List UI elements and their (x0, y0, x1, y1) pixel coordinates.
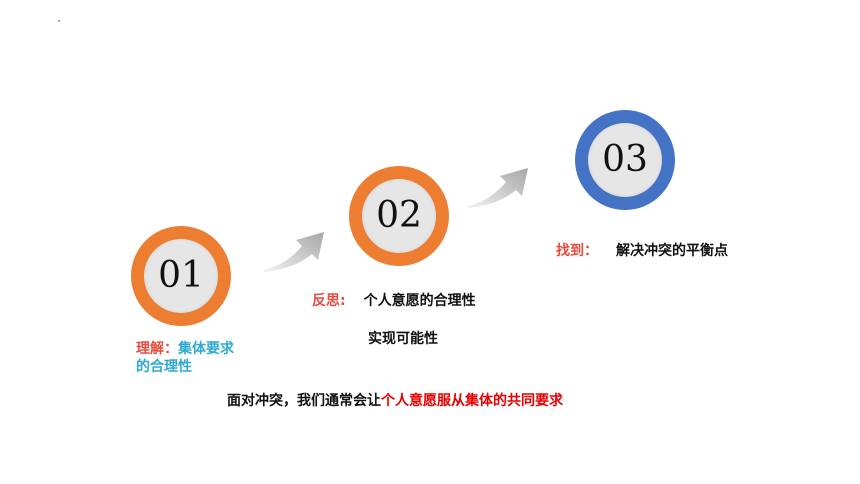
step-circle-01: 01 (131, 226, 231, 326)
step-text: 个人意愿的合理性 (363, 293, 476, 309)
step-circle-inner: 01 (144, 239, 218, 313)
step-circle-02: 02 (349, 166, 449, 266)
arrow-up-right-icon (468, 168, 528, 208)
conclusion-prefix: 面对冲突，我们通常会让 (227, 393, 381, 409)
step-number: 01 (158, 255, 204, 296)
conclusion-text: 面对冲突，我们通常会让个人意愿服从集体的共同要求 (227, 392, 563, 410)
step-key: 找到： (556, 243, 598, 259)
step-label-03: 找到： 解决冲突的平衡点 (556, 242, 736, 260)
arrow-up-right-icon (264, 232, 324, 272)
step-text-2: 实现可能性 (368, 331, 438, 347)
step-label-02-line2: 实现可能性 (368, 330, 438, 348)
step-circle-03: 03 (575, 110, 675, 210)
step-text: 集体要求的合理性 (136, 341, 234, 375)
step-text: 解决冲突的平衡点 (616, 243, 728, 259)
step-number: 03 (602, 139, 648, 180)
step-key: 反思: (312, 293, 346, 309)
step-label-01: 理解：集体要求的合理性 (136, 340, 246, 376)
step-circle-inner: 02 (362, 179, 436, 253)
step-label-02: 反思: 个人意愿的合理性 (312, 292, 492, 310)
decorative-dot (58, 20, 60, 22)
step-key: 理解： (136, 341, 178, 357)
step-circle-inner: 03 (588, 123, 662, 197)
step-number: 02 (376, 195, 422, 236)
conclusion-highlight: 个人意愿服从集体的共同要求 (381, 393, 563, 409)
